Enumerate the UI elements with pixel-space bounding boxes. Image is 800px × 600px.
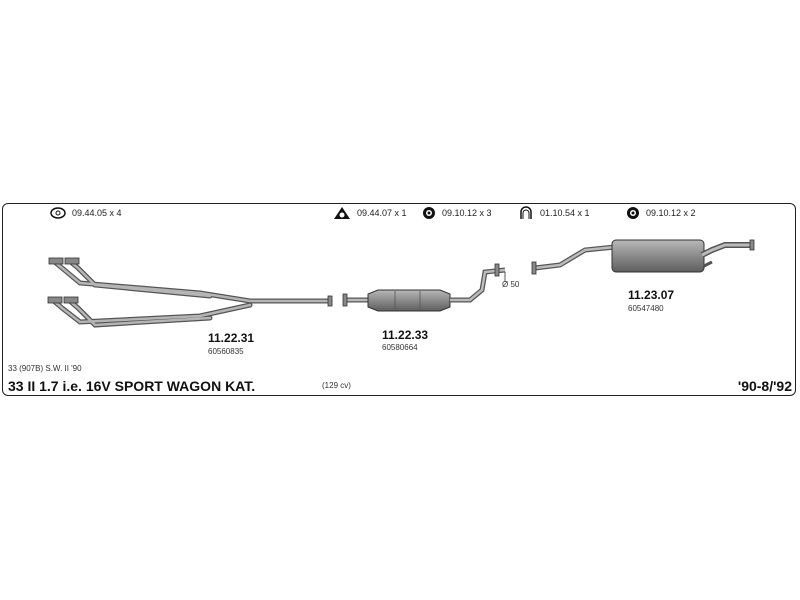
clamp-icon — [423, 207, 435, 219]
triangle-gasket-icon — [334, 207, 350, 219]
catalyst-assembly — [342, 263, 506, 312]
hardware-label: 09.10.12 x 3 — [442, 208, 492, 218]
clamp-icon — [627, 207, 639, 219]
part-ref: 60560835 — [208, 347, 244, 356]
model-code: 33 (907B) S.W. II '90 — [8, 364, 82, 373]
hardware-item-rubber-hanger: 01.10.54 x 1 — [518, 205, 590, 221]
production-years: '90-8/'92 — [737, 378, 792, 394]
hardware-item-clamp: 09.10.12 x 2 — [626, 205, 696, 221]
part-code: 11.23.07 — [628, 288, 675, 302]
hardware-label: 01.10.54 x 1 — [540, 208, 590, 218]
part-ref: 60580664 — [382, 343, 418, 352]
engine-power: (129 cv) — [322, 381, 351, 390]
vehicle-title: 33 II 1.7 i.e. 16V SPORT WAGON KAT. — [8, 378, 256, 394]
hardware-label: 09.44.05 x 4 — [72, 208, 122, 218]
hardware-label: 09.10.12 x 2 — [646, 208, 696, 218]
hardware-item-triangle-gasket: 09.44.07 x 1 — [333, 205, 407, 221]
part-code: 11.22.31 — [208, 331, 255, 345]
part-ref: 60547480 — [628, 304, 664, 313]
part-code: 11.22.33 — [382, 328, 429, 342]
rubber-hanger-icon — [520, 206, 532, 219]
gasket-icon — [50, 207, 66, 219]
front-pipe-assembly — [47, 257, 333, 328]
diameter-label: Ø 50 — [502, 280, 520, 289]
rear-muffler-assembly — [531, 239, 755, 275]
hardware-item-gasket: 09.44.05 x 4 — [50, 205, 122, 221]
hardware-item-clamp: 09.10.12 x 3 — [422, 205, 492, 221]
hardware-label: 09.44.07 x 1 — [357, 208, 407, 218]
